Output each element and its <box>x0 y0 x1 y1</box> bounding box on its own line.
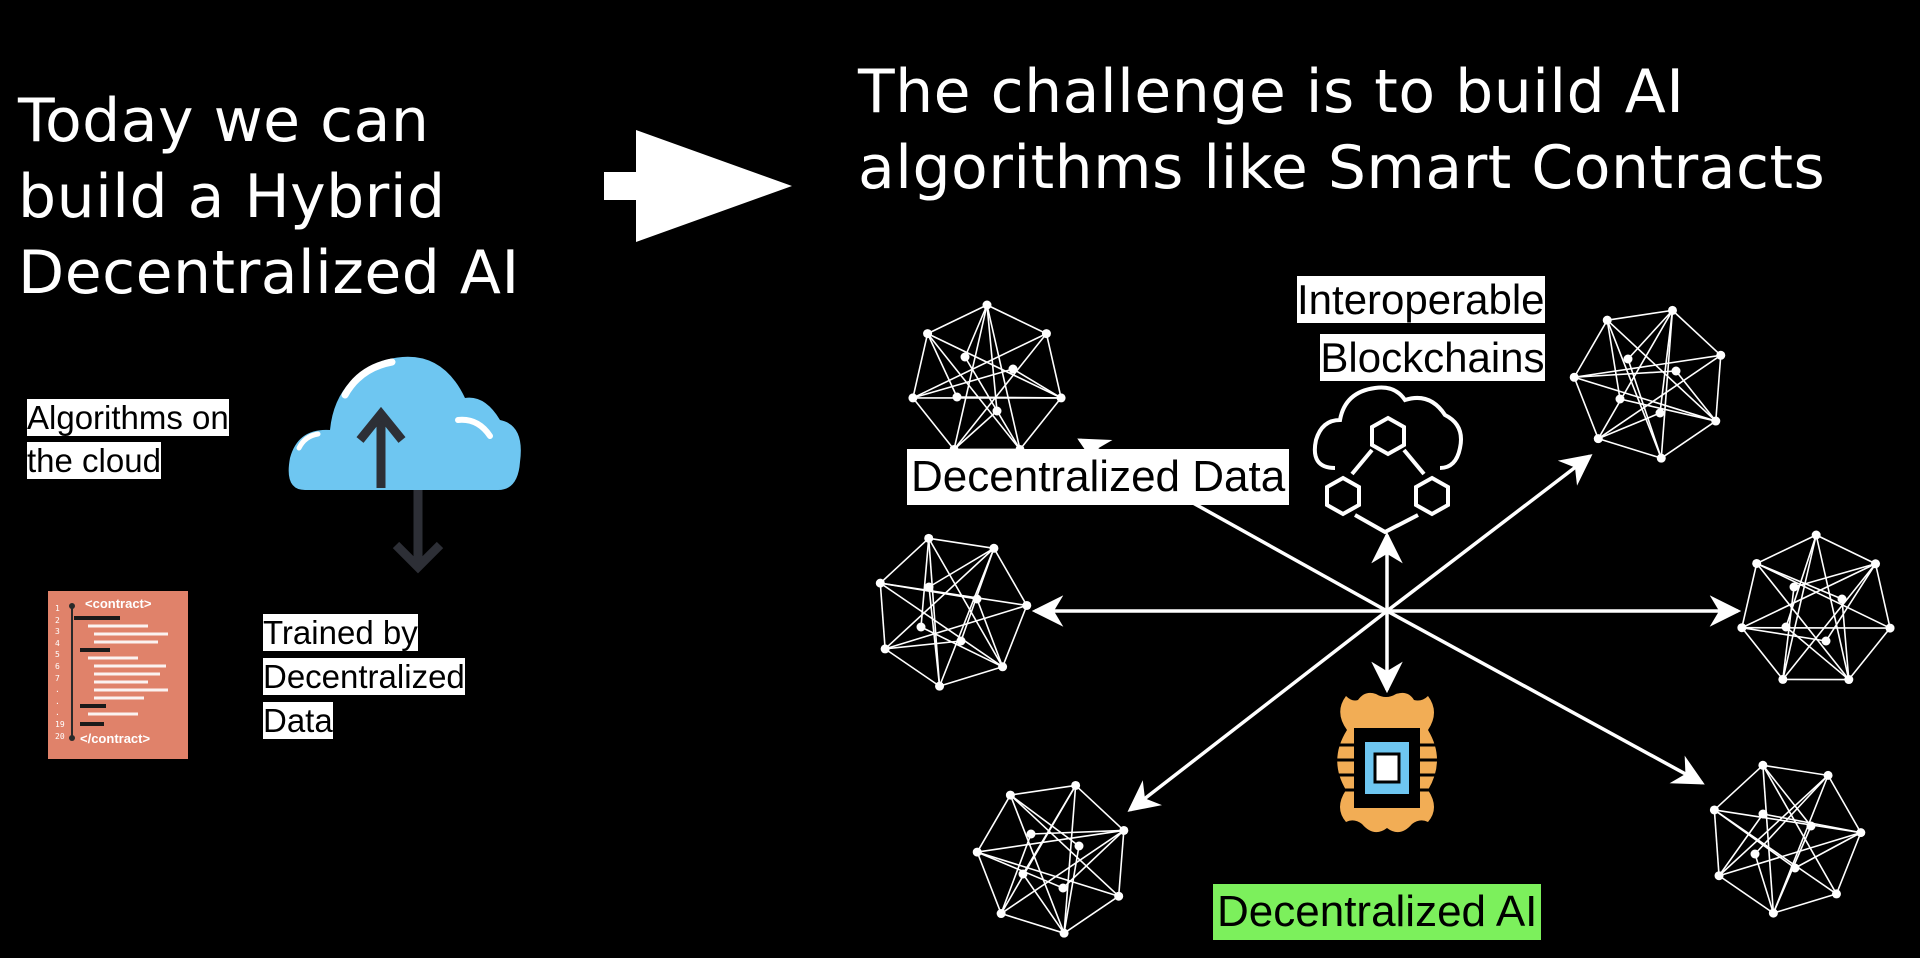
ai-chip-brain-icon <box>1332 692 1442 833</box>
algorithms-label-line1: Algorithms on <box>27 399 229 436</box>
interop-label-line2: Blockchains <box>1320 334 1545 381</box>
cloud-upload-icon <box>288 356 521 574</box>
network-node-icon <box>1709 760 1866 918</box>
contract-line-numbers: 1 2 3 4 5 6 7 . . . 19 20 <box>55 604 65 741</box>
network-node-icon <box>972 780 1129 938</box>
interoperable-blockchains-label: Interoperable Blockchains <box>1297 271 1545 387</box>
blockchain-network-icon <box>1312 385 1463 535</box>
algorithms-label-line2: the cloud <box>27 442 161 479</box>
network-node-icon <box>1569 305 1726 463</box>
trained-label-line2: Decentralized <box>263 658 465 695</box>
trained-label-line3: Data <box>263 702 333 739</box>
network-node-icon <box>875 533 1032 691</box>
network-node-icon <box>908 300 1066 454</box>
contract-close-tag: </contract> <box>80 731 151 746</box>
trained-label-line1: Trained by <box>263 614 418 651</box>
trained-by-data-label: Trained by Decentralized Data <box>263 611 465 743</box>
left-title: Today we can build a Hybrid Decentralize… <box>18 86 520 308</box>
contract-open-tag: <contract> <box>85 596 152 611</box>
right-arrow-icon <box>604 130 792 242</box>
decentralized-ai-label: Decentralized AI <box>1213 884 1542 940</box>
interop-label-line1: Interoperable <box>1297 276 1545 323</box>
right-title: The challenge is to build AI algorithms … <box>858 57 1826 203</box>
network-nodes <box>875 300 1895 938</box>
smart-contract-icon: <contract> 1 2 3 4 5 6 7 . . . 19 20 </c… <box>48 591 188 759</box>
algorithms-on-cloud-label: Algorithms on the cloud <box>27 396 229 482</box>
decentralized-data-label: Decentralized Data <box>907 449 1290 505</box>
network-node-icon <box>1737 530 1895 685</box>
